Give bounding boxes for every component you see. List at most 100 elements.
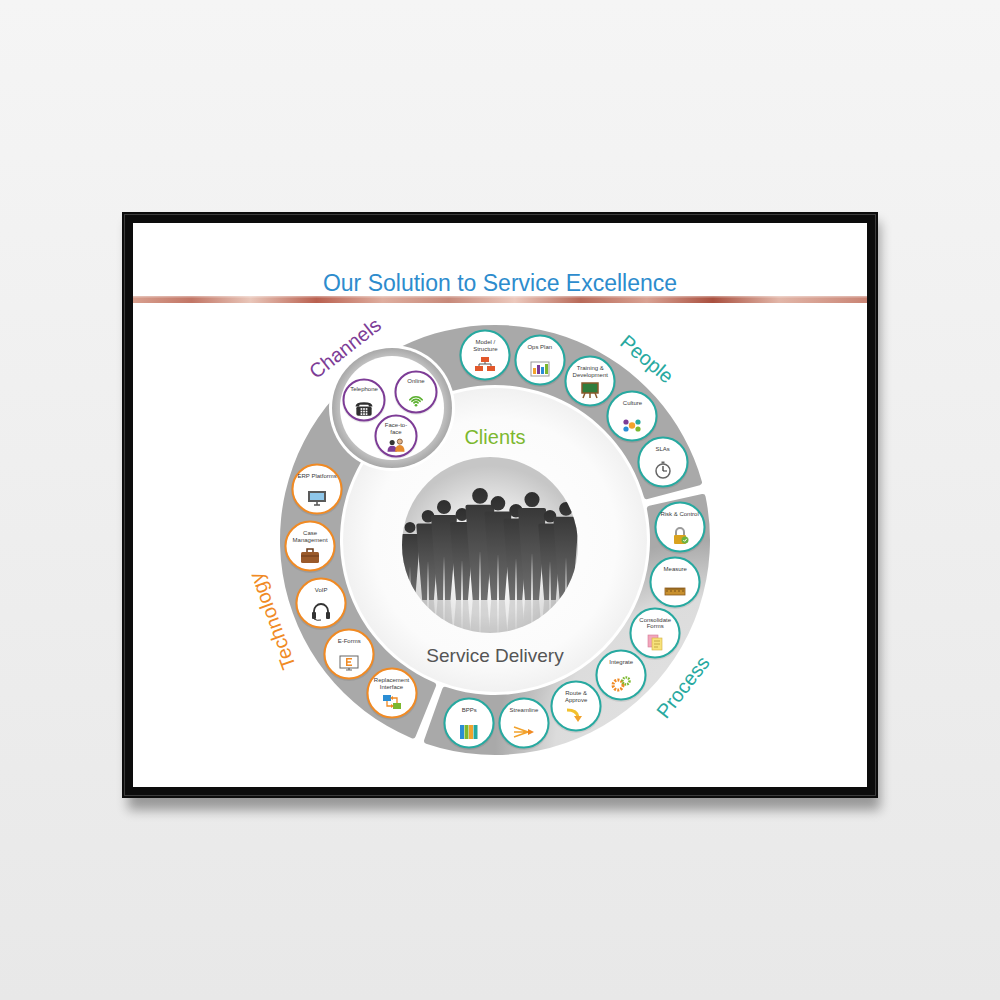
icon-shadow xyxy=(606,391,658,443)
item-shape xyxy=(654,501,706,553)
icon-label: Online xyxy=(400,378,432,385)
monitor-icon-part xyxy=(308,491,326,502)
phone-icon-part xyxy=(363,411,365,413)
arrow-icon-part xyxy=(574,716,582,722)
icon-label: Ops Plan xyxy=(520,344,560,351)
icon-circle: Consolidate Forms xyxy=(629,607,681,659)
item-shape xyxy=(459,329,511,381)
icon-circle: VoIP xyxy=(295,577,347,629)
icon-circle: Route & Approve xyxy=(550,680,602,732)
icon-label: VoIP xyxy=(301,587,341,594)
icon-circle: SLAs xyxy=(637,436,689,488)
ruler-icon-part xyxy=(665,588,685,595)
group-icon-part xyxy=(636,427,641,432)
icon-circle: Measure xyxy=(649,556,701,608)
people-icon xyxy=(388,439,405,452)
org-icon xyxy=(475,357,495,371)
icon-shadow xyxy=(366,668,418,720)
icon-circle-outline xyxy=(597,651,646,700)
icon-circle-outline xyxy=(297,579,346,628)
clock-icon-part xyxy=(661,461,664,463)
phone-icon-part xyxy=(356,402,373,406)
lock-icon-part xyxy=(683,539,687,542)
group-icon xyxy=(624,420,641,432)
phone-icon-part xyxy=(363,408,365,410)
group-icon-part xyxy=(636,420,641,425)
icon-shadow xyxy=(498,698,550,750)
icon-label: Measure xyxy=(655,566,695,573)
icon-shadow xyxy=(550,681,602,733)
eform-icon-part xyxy=(346,668,352,670)
case-icon-part xyxy=(301,556,319,557)
org-icon-part xyxy=(475,366,483,371)
binders-icon-part xyxy=(469,725,473,739)
group-icon-part xyxy=(629,423,635,429)
poster-title: Our Solution to Service Excellence xyxy=(133,269,867,297)
item-shape xyxy=(443,697,495,749)
center-disk xyxy=(343,388,647,692)
lines-icon-part xyxy=(514,727,528,737)
icon-circle-outline xyxy=(638,437,687,486)
icon-circle: Culture xyxy=(606,390,658,442)
silhouette-reflection xyxy=(400,600,579,712)
people-icon-part xyxy=(390,440,395,445)
item-shape xyxy=(595,649,647,701)
icon-label: SLAs xyxy=(643,446,683,453)
title-strip xyxy=(133,296,867,303)
chart-icon-part xyxy=(537,365,540,374)
clock-icon-part xyxy=(656,464,670,478)
phone-icon-part xyxy=(366,413,368,415)
forms-icon-part xyxy=(652,638,662,650)
headset-icon xyxy=(312,604,330,620)
icon-circle-outline xyxy=(631,608,680,657)
clock-icon xyxy=(656,461,670,478)
icon-shadow xyxy=(374,415,418,459)
icon-circle-outline xyxy=(566,357,615,406)
org-icon-part xyxy=(487,366,495,371)
gears-icon xyxy=(613,678,630,691)
binders-icon xyxy=(460,725,478,739)
icon-label: Model / Structure xyxy=(465,339,505,352)
phone-icon-part xyxy=(363,413,365,415)
icon-label: ERP Platforms xyxy=(297,473,337,480)
icon-label: BPPs xyxy=(449,707,489,714)
item-shape xyxy=(637,436,689,488)
icon-shadow xyxy=(323,629,375,681)
swap-icon-part xyxy=(393,703,401,709)
icon-circle: Model / Structure xyxy=(459,329,511,381)
silhouette-group xyxy=(400,488,579,712)
arrow-icon xyxy=(567,710,582,722)
icon-circle-outline xyxy=(655,503,704,552)
case-icon-part xyxy=(307,549,313,552)
eform-icon xyxy=(340,656,358,670)
poster-ground xyxy=(133,223,867,787)
item-shape xyxy=(606,390,658,442)
case-icon xyxy=(301,549,319,563)
eform-icon-part xyxy=(346,658,352,666)
forms-icon-part xyxy=(654,641,660,647)
org-icon-part xyxy=(479,362,491,366)
icon-circle-outline xyxy=(376,416,417,457)
icon-circle: Telephone xyxy=(342,378,386,422)
frame-gloss xyxy=(125,215,876,796)
center-label: Service Delivery xyxy=(426,646,563,665)
headset-icon-part xyxy=(314,619,321,620)
monitor-icon xyxy=(308,491,326,505)
gears-icon-part xyxy=(623,678,630,685)
icon-circle-outline xyxy=(445,699,494,748)
icon-shadow xyxy=(595,650,647,702)
forms-icon xyxy=(648,635,662,650)
swap-icon xyxy=(383,695,401,709)
swap-icon-part xyxy=(387,701,391,706)
icon-label: Route & Approve xyxy=(556,690,596,703)
person-reflection xyxy=(400,600,420,678)
clock-icon-part xyxy=(663,466,667,471)
person-silhouette xyxy=(553,502,578,600)
chart-icon-part xyxy=(541,367,544,374)
org-icon-part xyxy=(481,357,489,362)
icon-shadow xyxy=(629,608,681,660)
frame-shadow xyxy=(128,222,880,810)
icon-shadow xyxy=(649,557,701,609)
icon-shadow xyxy=(295,578,347,630)
lines-icon-part xyxy=(528,729,534,735)
